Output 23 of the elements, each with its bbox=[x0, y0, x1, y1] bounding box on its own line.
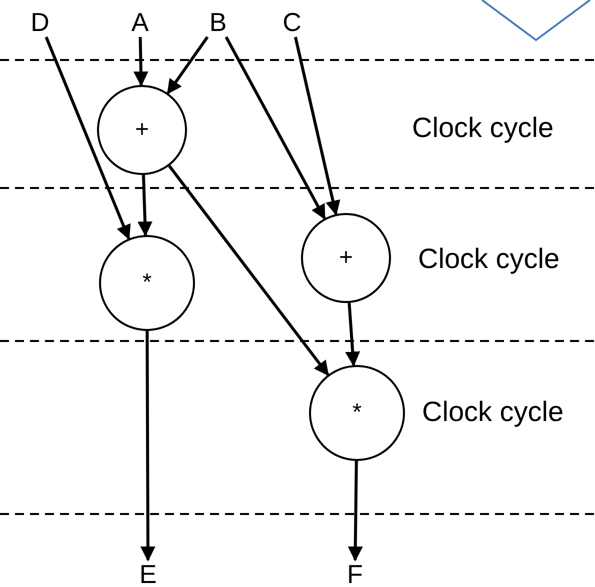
variable-label: F bbox=[342, 560, 368, 587]
variable-label: D bbox=[27, 7, 53, 37]
operator-symbol: + bbox=[134, 116, 149, 144]
arrow bbox=[166, 36, 209, 94]
arrow bbox=[133, 36, 148, 86]
clock-cycle-label: Clock cycle bbox=[422, 396, 564, 428]
clock-cycle-label: Clock cycle bbox=[412, 112, 554, 144]
operator-symbol: + bbox=[338, 244, 353, 272]
variable-label: B bbox=[205, 7, 231, 37]
operator-symbol: * bbox=[352, 399, 362, 427]
variable-label: A bbox=[127, 7, 153, 37]
arrow bbox=[168, 164, 330, 376]
arrow bbox=[224, 36, 326, 220]
arrow bbox=[345, 302, 360, 367]
variable-label: E bbox=[135, 560, 161, 587]
arrow bbox=[294, 36, 340, 216]
variable-label: C bbox=[279, 7, 305, 37]
arrow bbox=[44, 36, 131, 240]
arrow bbox=[138, 174, 152, 237]
operator-symbol: * bbox=[142, 269, 152, 297]
arrow bbox=[348, 460, 363, 562]
clock-cycle-label: Clock cycle bbox=[418, 243, 560, 275]
arrow bbox=[140, 331, 156, 562]
